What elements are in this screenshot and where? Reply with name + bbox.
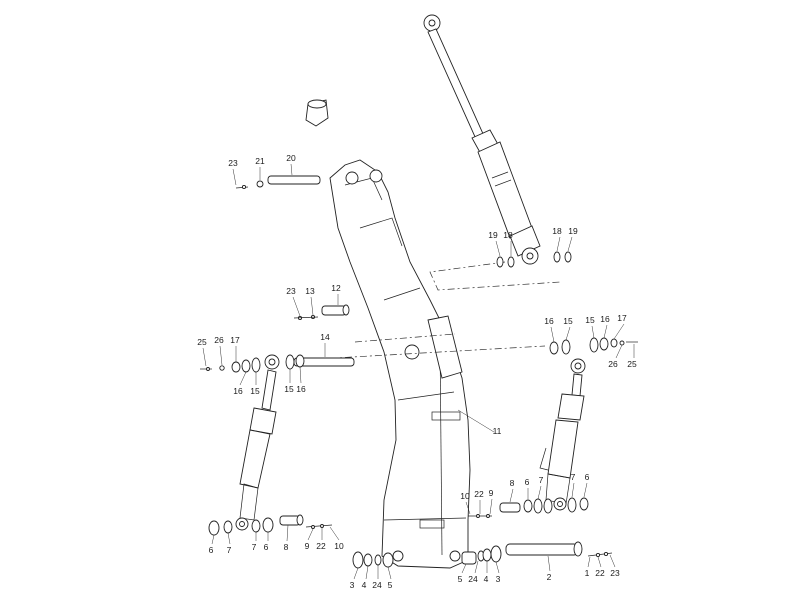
callout-c42: 10 — [334, 541, 344, 551]
callout-c19: 16 — [544, 316, 554, 326]
callout-c2: 21 — [255, 156, 265, 166]
callout-c31: 6 — [525, 477, 530, 487]
callout-c18: 16 — [296, 384, 306, 394]
callout-c34: 6 — [585, 472, 590, 482]
callout-c43: 3 — [350, 580, 355, 590]
callout-c54: 23 — [610, 568, 620, 578]
callout-c36: 7 — [227, 545, 232, 555]
cylinder-washers — [495, 236, 573, 268]
callout-c35: 6 — [209, 545, 214, 555]
callout-c52: 1 — [585, 568, 590, 578]
callout-c8: 23 — [286, 286, 296, 296]
callout-c5: 18 — [503, 230, 513, 240]
callout-c44: 4 — [362, 580, 367, 590]
boom-body — [329, 159, 471, 569]
callout-c15: 16 — [233, 386, 243, 396]
callout-c14: 17 — [230, 335, 240, 345]
callout-c6: 18 — [552, 226, 562, 236]
callout-c40: 9 — [305, 541, 310, 551]
callout-c27: 10 — [460, 491, 470, 501]
callout-c10: 12 — [331, 283, 341, 293]
arm-cylinder — [423, 14, 541, 265]
top-pin-assembly — [232, 163, 321, 190]
right-bottom-pin — [465, 482, 589, 518]
callout-c32: 7 — [539, 475, 544, 485]
callout-c20: 15 — [563, 316, 573, 326]
callout-c51: 2 — [547, 572, 552, 582]
callout-c21: 15 — [585, 315, 595, 325]
middle-pin-assembly — [292, 294, 350, 321]
callout-c45: 24 — [372, 580, 382, 590]
foot-hardware-left — [352, 551, 394, 580]
callout-c33: 7 — [571, 472, 576, 482]
callout-c11: 14 — [320, 332, 330, 342]
right-boom-cylinder — [539, 358, 586, 511]
callout-c46: 5 — [388, 580, 393, 590]
left-head-hardware — [200, 345, 305, 386]
callout-c53: 22 — [595, 568, 605, 578]
callout-c16: 15 — [250, 386, 260, 396]
callout-c17: 15 — [284, 384, 294, 394]
callout-c25: 25 — [627, 359, 637, 369]
left-boom-cylinder — [235, 354, 280, 531]
callout-c41: 22 — [316, 541, 326, 551]
callout-c49: 4 — [484, 574, 489, 584]
callout-c39: 8 — [284, 542, 289, 552]
callout-c28: 22 — [474, 489, 484, 499]
callout-c30: 8 — [510, 478, 515, 488]
foot-hardware-right — [461, 541, 616, 574]
bushing-part — [305, 99, 329, 127]
callout-c23: 17 — [617, 313, 627, 323]
callout-c22: 16 — [600, 314, 610, 324]
callout-c29: 9 — [489, 488, 494, 498]
leader-11 — [457, 409, 495, 433]
callout-c13: 26 — [214, 335, 224, 345]
left-bottom-pin — [208, 514, 340, 545]
callout-c48: 24 — [468, 574, 478, 584]
callout-c24: 26 — [608, 359, 618, 369]
callout-c50: 3 — [496, 574, 501, 584]
callout-c3: 20 — [286, 153, 296, 163]
right-head-hardware — [549, 323, 638, 359]
callout-c26: 11 — [493, 426, 502, 436]
callout-c12: 25 — [197, 337, 207, 347]
long-pin-14 — [293, 343, 355, 367]
callout-c47: 5 — [458, 574, 463, 584]
callout-c9: 13 — [305, 286, 315, 296]
callout-c7: 19 — [568, 226, 578, 236]
callout-c1: 23 — [228, 158, 238, 168]
callout-c4: 19 — [488, 230, 498, 240]
callout-c38: 6 — [264, 542, 269, 552]
callout-c37: 7 — [252, 542, 257, 552]
